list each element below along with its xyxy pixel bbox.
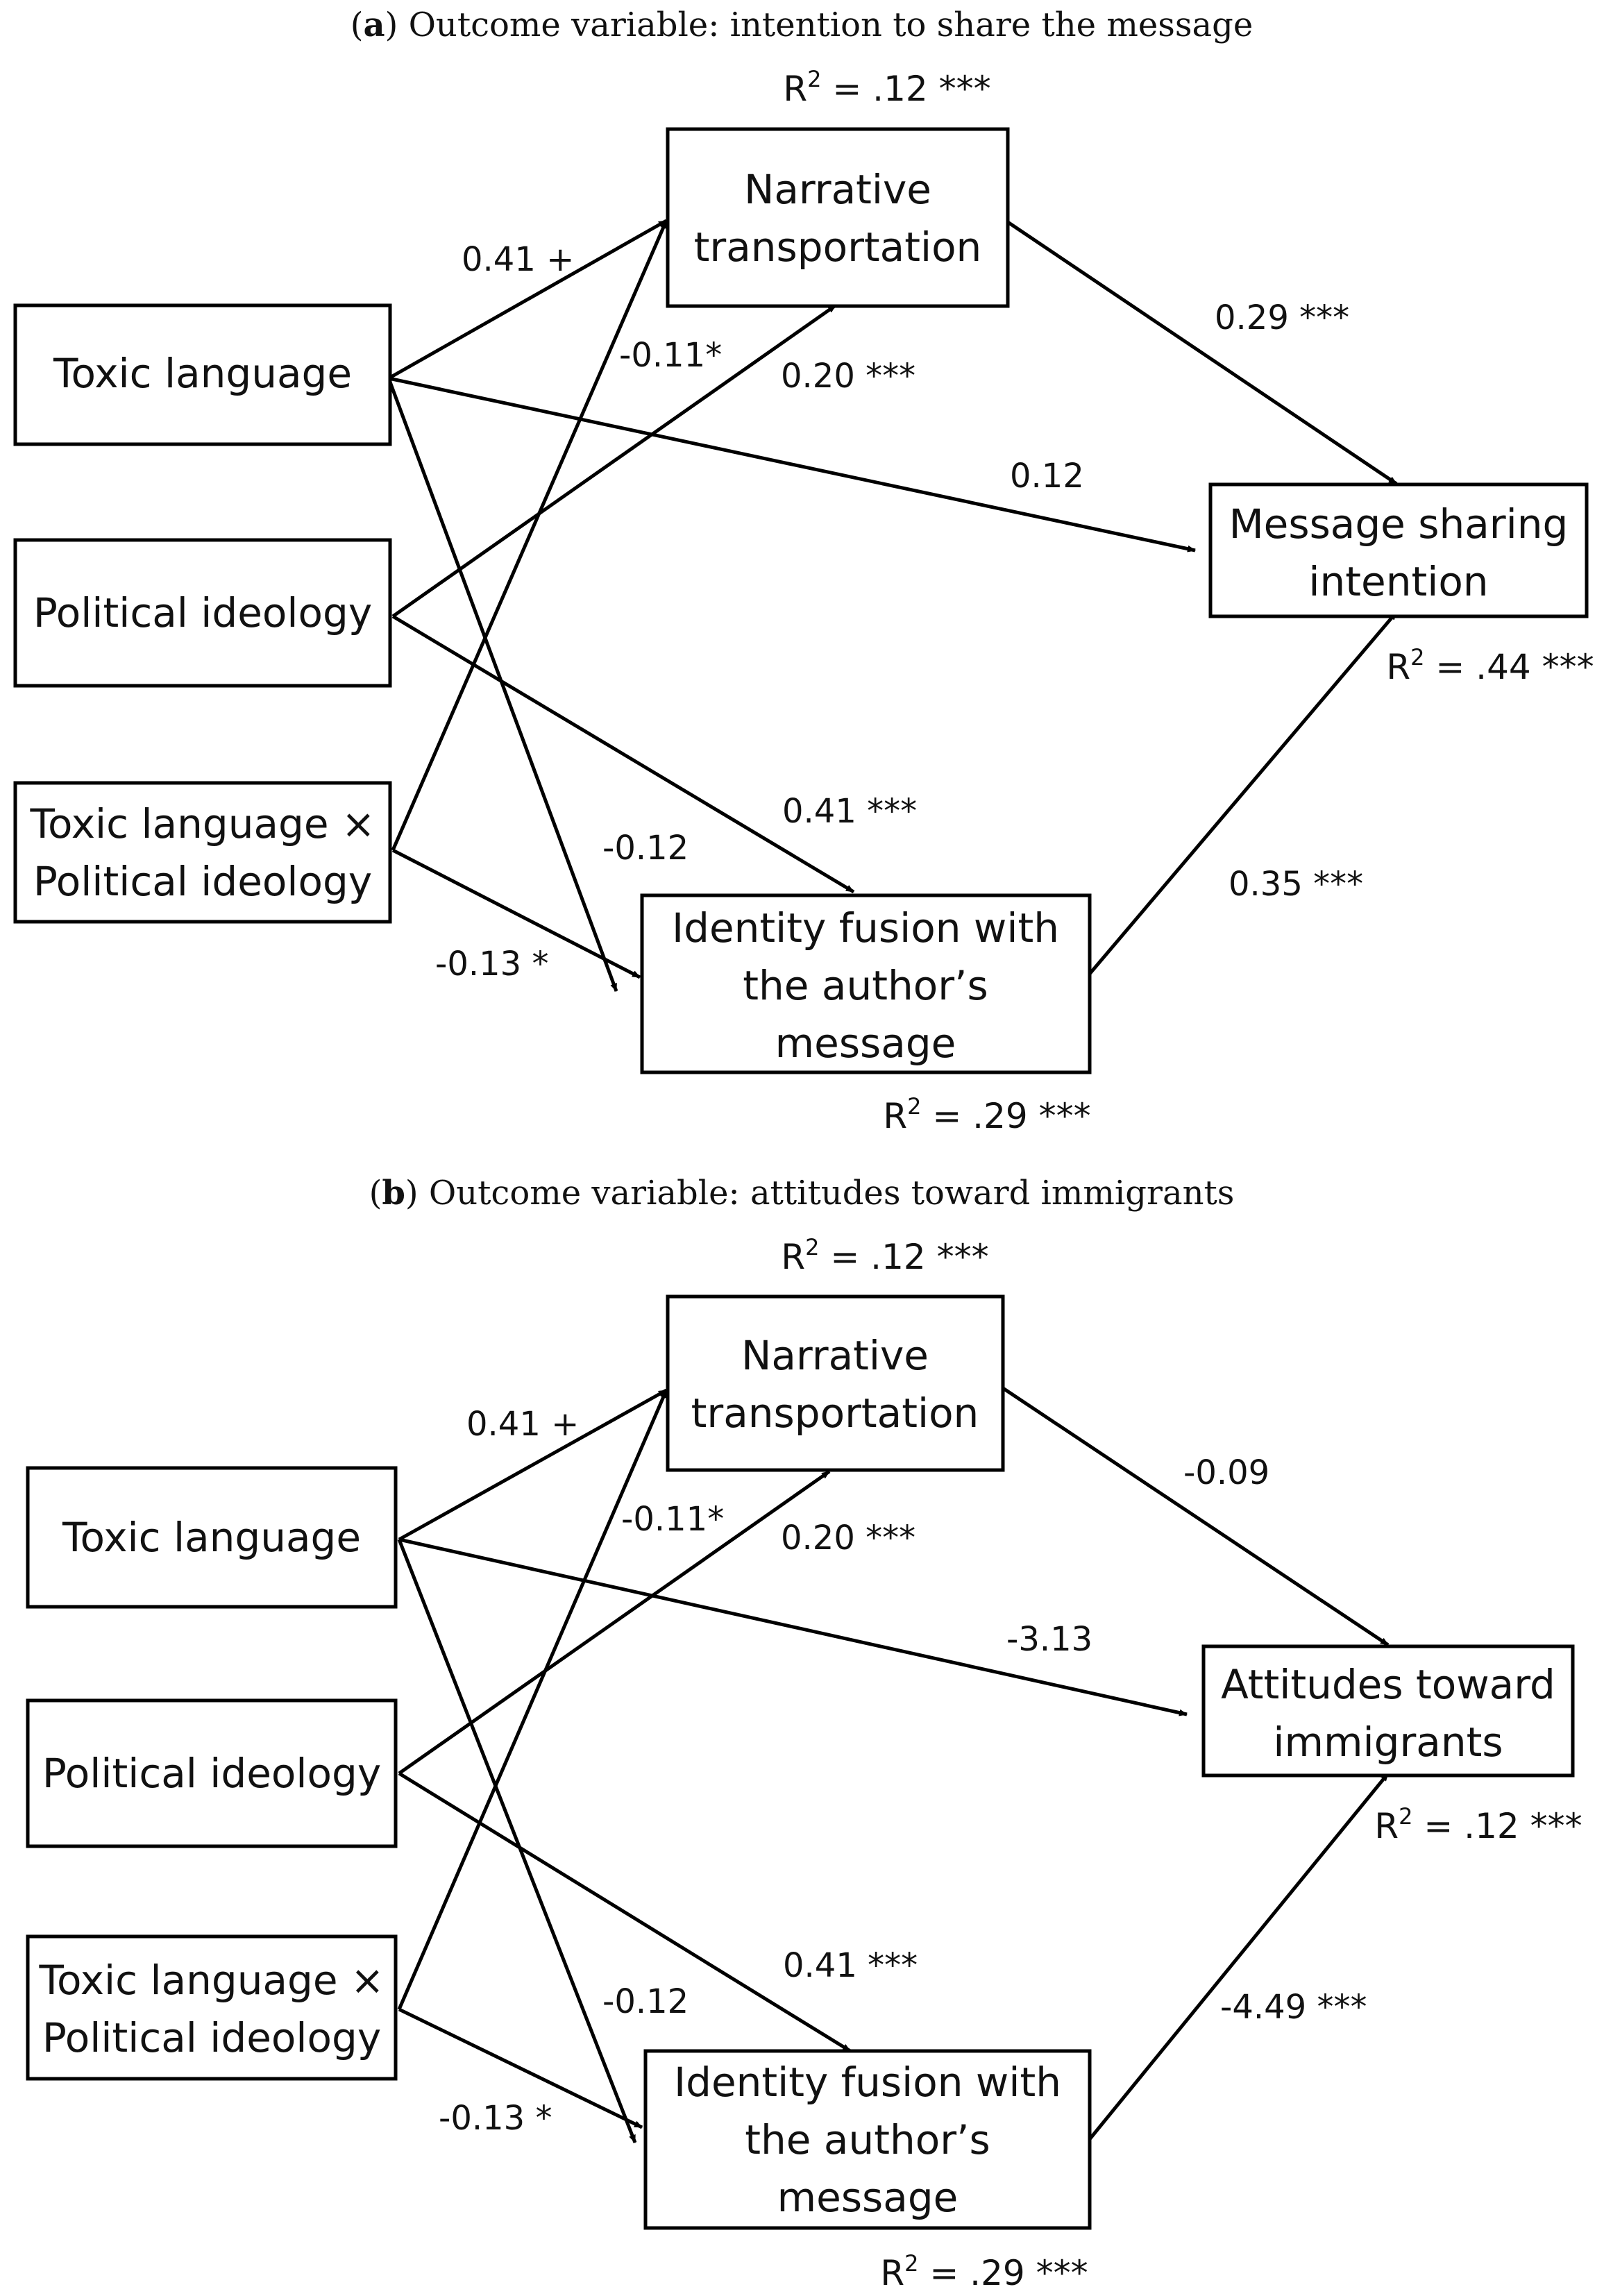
- arrow-ideology-to-fusion: [391, 614, 855, 894]
- node-political-ideology: Political ideology: [13, 538, 392, 688]
- r2-transport: R2 = .12 ***: [781, 1234, 988, 1277]
- arrow-ideology-to-transport: [398, 1469, 831, 1775]
- coef-toxic-outcome: 0.12: [1010, 457, 1084, 496]
- node-outcome-line-1: Attitudes toward: [1221, 1661, 1555, 1708]
- panel-b-title-text: Outcome variable: attitudes toward immig…: [429, 1174, 1235, 1213]
- r2-outcome: R2 = .44 ***: [1386, 644, 1594, 687]
- node-political-ideology-label: Political ideology: [42, 1750, 381, 1797]
- coef-ideology-fusion: 0.41 ***: [783, 1946, 918, 1985]
- node-outcome: Message sharing intention: [1208, 482, 1589, 618]
- arrow-interaction-to-transport: [391, 220, 668, 851]
- coef-ideology-transport: 0.20 ***: [781, 1519, 915, 1558]
- arrow-transport-to-outcome: [1006, 220, 1398, 486]
- coef-toxic-outcome: -3.13: [1006, 1620, 1092, 1659]
- coef-transport-outcome: 0.29 ***: [1215, 298, 1349, 337]
- node-interaction-line-2: Political ideology: [33, 858, 372, 905]
- node-outcome-line-2: immigrants: [1273, 1719, 1503, 1766]
- node-political-ideology-label: Political ideology: [33, 589, 372, 636]
- coef-fusion-outcome: 0.35 ***: [1229, 865, 1363, 904]
- node-outcome: Attitudes toward immigrants: [1201, 1644, 1575, 1778]
- coef-interaction-transport: -0.11*: [619, 336, 722, 375]
- node-narrative-transportation: Narrative transportation: [666, 127, 1010, 308]
- arrow-toxic-to-transport: [387, 219, 668, 380]
- node-transport-line-2: transportation: [694, 223, 982, 271]
- panel-b-label: b: [382, 1174, 405, 1213]
- node-transport-line-2: transportation: [691, 1390, 979, 1437]
- node-interaction: Toxic language × Political ideology: [26, 1934, 398, 2081]
- arrow-ideology-to-fusion: [398, 1771, 852, 2053]
- coef-interaction-fusion: -0.13 *: [439, 2099, 552, 2138]
- coef-toxic-fusion: -0.12: [602, 1982, 689, 2021]
- arrow-toxic-to-outcome: [398, 1537, 1188, 1716]
- coef-toxic-transport: 0.41 +: [466, 1405, 579, 1444]
- coef-fusion-outcome: -4.49 ***: [1220, 1988, 1367, 2027]
- arrow-toxic-to-transport: [398, 1388, 668, 1542]
- node-outcome-line-1: Message sharing: [1229, 500, 1569, 548]
- arrow-fusion-to-outcome: [1088, 1772, 1390, 2141]
- panel-b: (b) Outcome variable: attitudes toward i…: [26, 1174, 1582, 2293]
- r2-fusion: R2 = .29 ***: [883, 1093, 1090, 1136]
- coef-ideology-fusion: 0.41 ***: [782, 792, 917, 831]
- panel-a: (a) Outcome variable: intention to share…: [13, 6, 1594, 1136]
- node-fusion-line-2: the author’s: [745, 2116, 990, 2163]
- arrow-ideology-to-transport: [391, 303, 837, 618]
- node-toxic-language: Toxic language: [13, 303, 392, 446]
- panel-b-title: (b) Outcome variable: attitudes toward i…: [369, 1174, 1235, 1213]
- coef-interaction-fusion: -0.13 *: [435, 945, 548, 984]
- node-outcome-line-2: intention: [1308, 558, 1488, 605]
- r2-fusion: R2 = .29 ***: [880, 2250, 1088, 2293]
- node-identity-fusion: Identity fusion with the author’s messag…: [640, 893, 1092, 1074]
- arrow-interaction-to-transport: [397, 1390, 668, 2010]
- node-fusion-line-3: message: [777, 2174, 959, 2221]
- panel-a-label: a: [363, 6, 385, 44]
- coef-toxic-fusion: -0.12: [602, 829, 689, 868]
- r2-outcome: R2 = .12 ***: [1374, 1803, 1582, 1846]
- arrow-transport-to-outcome: [1002, 1386, 1390, 1647]
- node-transport-line-1: Narrative: [741, 1332, 929, 1379]
- arrow-toxic-to-outcome: [388, 376, 1196, 552]
- arrow-interaction-to-fusion: [398, 2007, 643, 2129]
- node-fusion-line-2: the author’s: [743, 962, 988, 1009]
- node-interaction-line-1: Toxic language ×: [29, 800, 375, 847]
- node-toxic-language-label: Toxic language: [53, 350, 352, 397]
- node-interaction: Toxic language × Political ideology: [13, 781, 392, 924]
- node-narrative-transportation: Narrative transportation: [666, 1294, 1005, 1472]
- node-identity-fusion: Identity fusion with the author’s messag…: [643, 2049, 1092, 2230]
- node-fusion-line-1: Identity fusion with: [674, 2059, 1061, 2106]
- coef-transport-outcome: -0.09: [1183, 1453, 1269, 1492]
- arrow-interaction-to-fusion: [391, 848, 641, 979]
- coef-ideology-transport: 0.20 ***: [781, 357, 915, 396]
- node-political-ideology: Political ideology: [26, 1698, 398, 1848]
- arrow-fusion-to-outcome: [1088, 611, 1398, 975]
- node-fusion-line-3: message: [775, 1020, 956, 1067]
- arrow-toxic-to-fusion: [387, 378, 618, 992]
- panel-a-title-text: Outcome variable: intention to share the…: [409, 6, 1253, 44]
- node-transport-line-1: Narrative: [744, 166, 931, 213]
- arrow-toxic-to-fusion: [397, 1539, 637, 2143]
- node-toxic-language: Toxic language: [26, 1466, 398, 1609]
- r2-transport: R2 = .12 ***: [783, 66, 990, 109]
- node-fusion-line-1: Identity fusion with: [672, 904, 1059, 952]
- panel-a-title: (a) Outcome variable: intention to share…: [351, 6, 1253, 44]
- coef-toxic-transport: 0.41 +: [462, 240, 574, 279]
- node-interaction-line-1: Toxic language ×: [38, 1957, 384, 2004]
- node-toxic-language-label: Toxic language: [62, 1514, 361, 1561]
- node-interaction-line-2: Political ideology: [42, 2014, 381, 2061]
- coef-interaction-transport: -0.11*: [621, 1500, 724, 1539]
